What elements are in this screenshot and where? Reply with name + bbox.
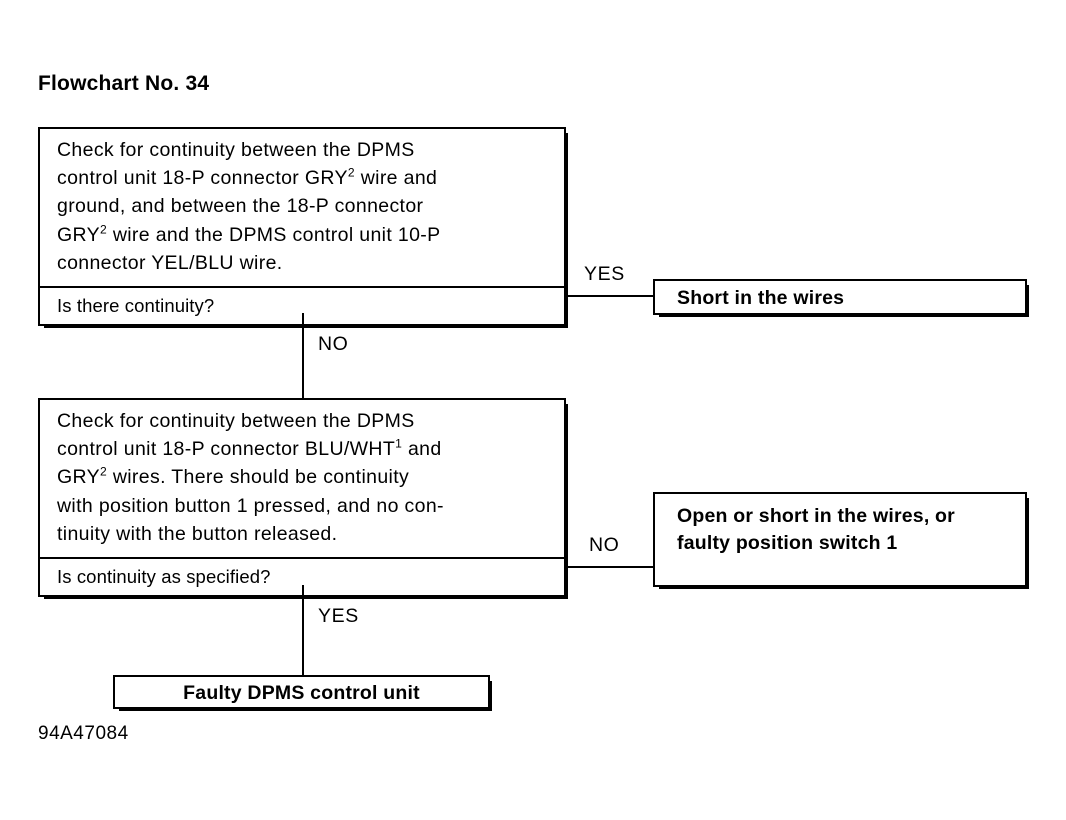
connector-step1-no bbox=[302, 313, 304, 399]
statement-line: connector YEL/BLU wire. bbox=[57, 251, 283, 274]
statement-line: control unit 18-P connector GRY2 wire an… bbox=[57, 165, 438, 190]
box-shadow-right bbox=[564, 133, 568, 329]
box-shadow-right bbox=[564, 404, 568, 600]
statement-line: GRY2 wires. There should be continuity bbox=[57, 464, 410, 489]
box-shadow-bottom bbox=[659, 585, 1029, 589]
statement-line: with position button 1 pressed, and no c… bbox=[57, 494, 444, 517]
decision-question-step1: Is there continuity? bbox=[57, 295, 215, 317]
statement-line: Check for continuity between the DPMS bbox=[57, 410, 415, 432]
box-shadow-bottom bbox=[659, 313, 1029, 317]
page-title: Flowchart No. 34 bbox=[38, 72, 210, 95]
statement-line: ground, and between the 18-P connector bbox=[57, 195, 424, 218]
document-code: 94A47084 bbox=[38, 723, 129, 744]
statement-line: GRY2 wire and the DPMS control unit 10-P bbox=[57, 222, 441, 246]
branch-label-step2-yes: YES bbox=[318, 605, 359, 627]
result-box-faulty-dpms: Faulty DPMS control unit bbox=[113, 675, 492, 711]
statement-line: tinuity with the button released. bbox=[57, 522, 338, 545]
decision-divider bbox=[40, 286, 564, 289]
box-shadow-bottom bbox=[44, 595, 568, 600]
result-line: Open or short in the wires, or bbox=[677, 505, 955, 527]
decision-divider bbox=[40, 557, 564, 560]
decision-box-step1: Check for continuity between the DPMS co… bbox=[38, 127, 568, 329]
decision-statement-step1: Check for continuity between the DPMS co… bbox=[40, 129, 564, 286]
box-shadow-bottom bbox=[44, 324, 568, 329]
connector-step2-yes bbox=[302, 585, 304, 675]
box-shadow-right bbox=[488, 681, 492, 711]
decision-box-step2: Check for continuity between the DPMS co… bbox=[38, 398, 568, 600]
result-line: Short in the wires bbox=[677, 287, 845, 309]
statement-line: Check for continuity between the DPMS bbox=[57, 139, 415, 161]
statement-line: control unit 18-P connector BLU/WHT1 and bbox=[57, 436, 442, 461]
box-shadow-right bbox=[1025, 285, 1029, 317]
decision-question-step2: Is continuity as specified? bbox=[57, 566, 271, 588]
box-shadow-right bbox=[1025, 498, 1029, 589]
connector-step2-no bbox=[566, 566, 655, 568]
connector-step1-yes bbox=[566, 295, 655, 297]
decision-statement-step2: Check for continuity between the DPMS co… bbox=[40, 400, 564, 557]
result-line: faulty position switch 1 bbox=[677, 532, 898, 554]
result-box-short-in-wires: Short in the wires bbox=[653, 279, 1029, 317]
branch-label-step1-no: NO bbox=[318, 333, 349, 355]
result-line: Faulty DPMS control unit bbox=[183, 682, 420, 704]
branch-label-step1-yes: YES bbox=[584, 263, 625, 285]
result-box-open-or-short: Open or short in the wires, or faulty po… bbox=[653, 492, 1029, 589]
branch-label-step2-no: NO bbox=[589, 534, 620, 556]
box-shadow-bottom bbox=[119, 707, 492, 711]
